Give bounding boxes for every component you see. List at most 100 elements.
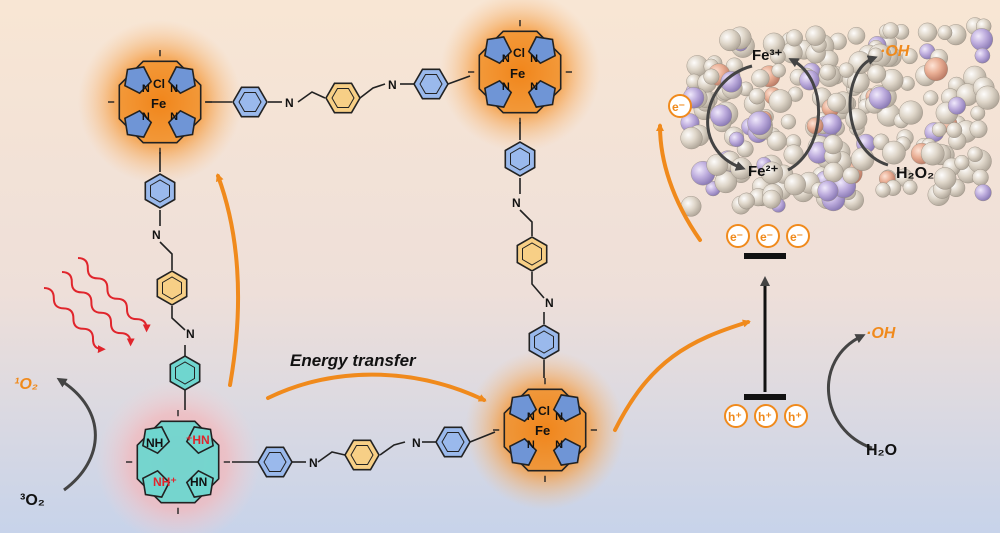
mof-atom-sphere bbox=[898, 100, 923, 125]
benzene-ring bbox=[144, 173, 176, 209]
mof-atom-sphere bbox=[975, 85, 1000, 110]
pyrrole-n: N bbox=[555, 411, 563, 423]
arrow-to-topleft-fe bbox=[215, 173, 241, 387]
mof-atom-sphere bbox=[867, 64, 887, 84]
hn-label: HN bbox=[190, 475, 207, 489]
mof-atom-sphere bbox=[946, 122, 963, 139]
imine-n-8: N bbox=[412, 436, 421, 450]
plus-hn-label: ⁺HN bbox=[186, 433, 210, 447]
imine-n-5: N bbox=[512, 196, 521, 210]
energy-transfer-label: Energy transfer bbox=[290, 351, 417, 370]
hole-2: h⁺ bbox=[758, 410, 772, 424]
arrow-to-band bbox=[613, 319, 751, 432]
mof-atom-sphere bbox=[868, 86, 892, 110]
electron-2: e⁻ bbox=[760, 230, 773, 244]
imine-n-2: N bbox=[388, 78, 397, 92]
benzene-ring bbox=[232, 86, 268, 118]
fe-label-3: Fe bbox=[535, 423, 550, 438]
mof-atom-sphere bbox=[762, 189, 781, 209]
hole-1: h⁺ bbox=[728, 410, 742, 424]
benzene-ring bbox=[435, 426, 471, 458]
light-waves bbox=[43, 257, 151, 354]
mof-atom-sphere bbox=[703, 68, 720, 85]
fe2-label: Fe²⁺ bbox=[748, 163, 779, 180]
nh-plus-label: NH⁺ bbox=[153, 475, 177, 489]
electrons-row: e⁻ e⁻ e⁻ bbox=[726, 224, 810, 248]
hole-3: h⁺ bbox=[788, 410, 802, 424]
cl-label-2: Cl bbox=[513, 46, 525, 60]
fe-center-labels: Cl Fe Cl Fe Cl Fe bbox=[151, 46, 550, 438]
benzene-ring bbox=[169, 355, 201, 391]
fe2-to-fe3-arrow bbox=[787, 58, 821, 172]
mof-atom-sphere bbox=[760, 161, 784, 185]
mof-atom-sphere bbox=[974, 184, 992, 202]
linker-bonds bbox=[159, 75, 545, 463]
cl-label-1: Cl bbox=[153, 77, 165, 91]
fe-label-2: Fe bbox=[510, 66, 525, 81]
oh-radical-top-label: ·OH bbox=[880, 43, 910, 60]
mof-atom-sphere bbox=[842, 166, 860, 184]
mof-atom-sphere bbox=[974, 47, 991, 64]
pyrrole-n: N bbox=[530, 81, 538, 93]
pyrrole-n: N bbox=[142, 111, 150, 123]
free-base-porphyrin bbox=[126, 410, 230, 514]
mof-atom-sphere bbox=[783, 144, 804, 165]
electron-top: e⁻ bbox=[668, 94, 692, 118]
electron-1: e⁻ bbox=[730, 230, 743, 244]
pyrrole-n: N bbox=[170, 111, 178, 123]
mof-atom-sphere bbox=[784, 173, 806, 196]
arrow-to-electron bbox=[656, 123, 702, 242]
free-base-n-labels: NH ⁺HN NH⁺ HN bbox=[146, 433, 210, 489]
mof-atom-sphere bbox=[785, 29, 803, 47]
mof-atom-sphere bbox=[969, 120, 988, 139]
mof-atom-sphere bbox=[751, 69, 770, 88]
mof-atom-sphere bbox=[771, 63, 786, 78]
mof-atom-sphere bbox=[805, 25, 826, 46]
mof-atom-sphere bbox=[780, 114, 797, 130]
benzene-ring bbox=[516, 236, 548, 272]
mof-atom-sphere bbox=[972, 169, 989, 186]
cl-label-3: Cl bbox=[538, 404, 550, 418]
mof-atom-sphere bbox=[954, 154, 970, 170]
oh-radical-bottom-label: ·OH bbox=[866, 325, 896, 342]
svg-text:e⁻: e⁻ bbox=[672, 100, 685, 114]
mof-atom-sphere bbox=[768, 89, 793, 113]
mof-atom-sphere bbox=[850, 147, 875, 171]
energy-transfer-arrows bbox=[215, 123, 751, 432]
imine-n-4: N bbox=[186, 327, 195, 341]
pyrrole-n: N bbox=[555, 439, 563, 451]
mof-atom-sphere bbox=[719, 29, 741, 52]
mof-atom-sphere bbox=[931, 122, 947, 137]
imine-nitrogen-labels: N N N N N N N N bbox=[152, 78, 554, 470]
mof-atom-sphere bbox=[947, 96, 966, 115]
mof-atom-sphere bbox=[817, 180, 839, 202]
mof-atom-sphere bbox=[882, 22, 899, 39]
benzene-ring bbox=[325, 82, 361, 114]
imine-n-1: N bbox=[285, 96, 294, 110]
mof-atom-sphere bbox=[706, 153, 729, 176]
h2o2-to-oh-arrow bbox=[848, 55, 889, 167]
mof-atom-sphere bbox=[799, 69, 820, 91]
nh-label: NH bbox=[146, 436, 163, 450]
mof-atom-sphere bbox=[823, 134, 843, 155]
mof-atom-sphere bbox=[970, 28, 994, 51]
fe3-to-fe2-arrow bbox=[706, 64, 753, 171]
triplet-oxygen-label: ³O₂ bbox=[20, 492, 45, 509]
electron-3: e⁻ bbox=[790, 230, 803, 244]
pyrrole-n: N bbox=[530, 53, 538, 65]
mof-atom-sphere bbox=[847, 26, 866, 45]
mof-atom-sphere bbox=[820, 113, 842, 135]
imine-n-6: N bbox=[545, 296, 554, 310]
mof-atom-sphere bbox=[875, 182, 891, 198]
mof-atom-sphere bbox=[920, 141, 945, 166]
benzene-ring bbox=[156, 270, 188, 306]
pyrrole-n: N bbox=[170, 83, 178, 95]
mof-atom-sphere bbox=[762, 32, 785, 55]
mof-atom-sphere bbox=[738, 192, 755, 210]
arrow-to-bottom-fe bbox=[266, 372, 487, 402]
